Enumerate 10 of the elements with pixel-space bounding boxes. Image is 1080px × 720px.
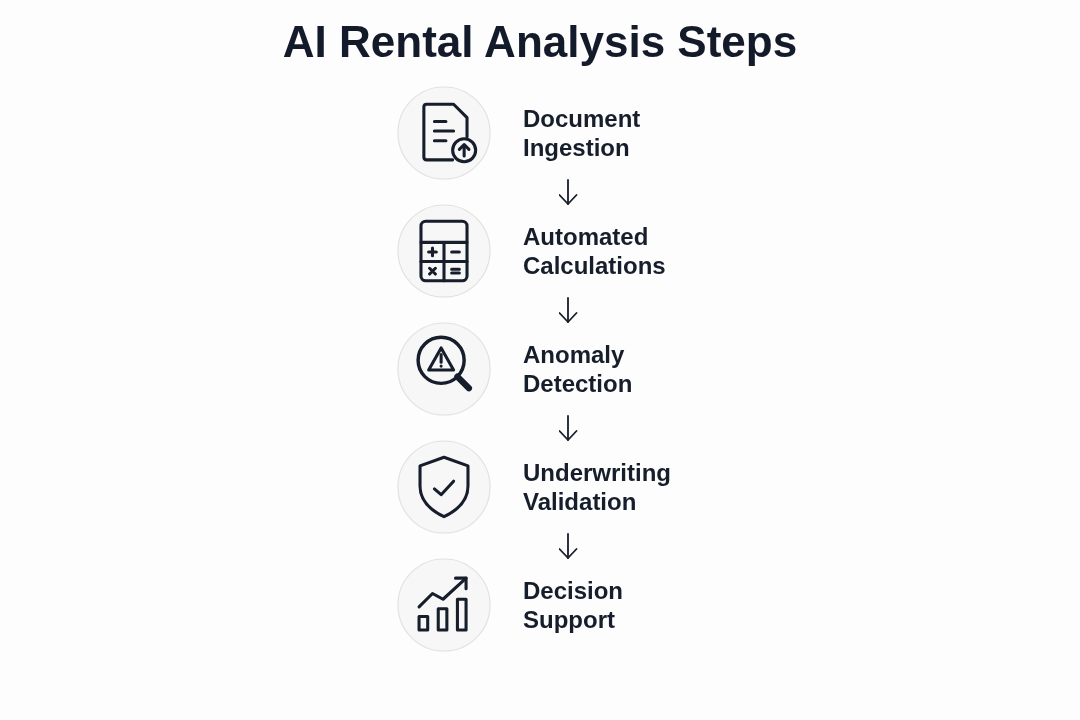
step-label: Automated Calculations [523, 222, 667, 280]
step-label: Anomaly Detection [523, 340, 634, 398]
arrow [558, 297, 578, 323]
step-label: Document Ingestion [523, 104, 642, 162]
arrow [558, 533, 578, 559]
arrow [558, 415, 578, 441]
step-label: Decision Support [523, 576, 625, 634]
diagram-title: AI Rental Analysis Steps [281, 16, 799, 68]
arrow [558, 179, 578, 205]
step-label: Underwriting Validation [523, 458, 672, 516]
